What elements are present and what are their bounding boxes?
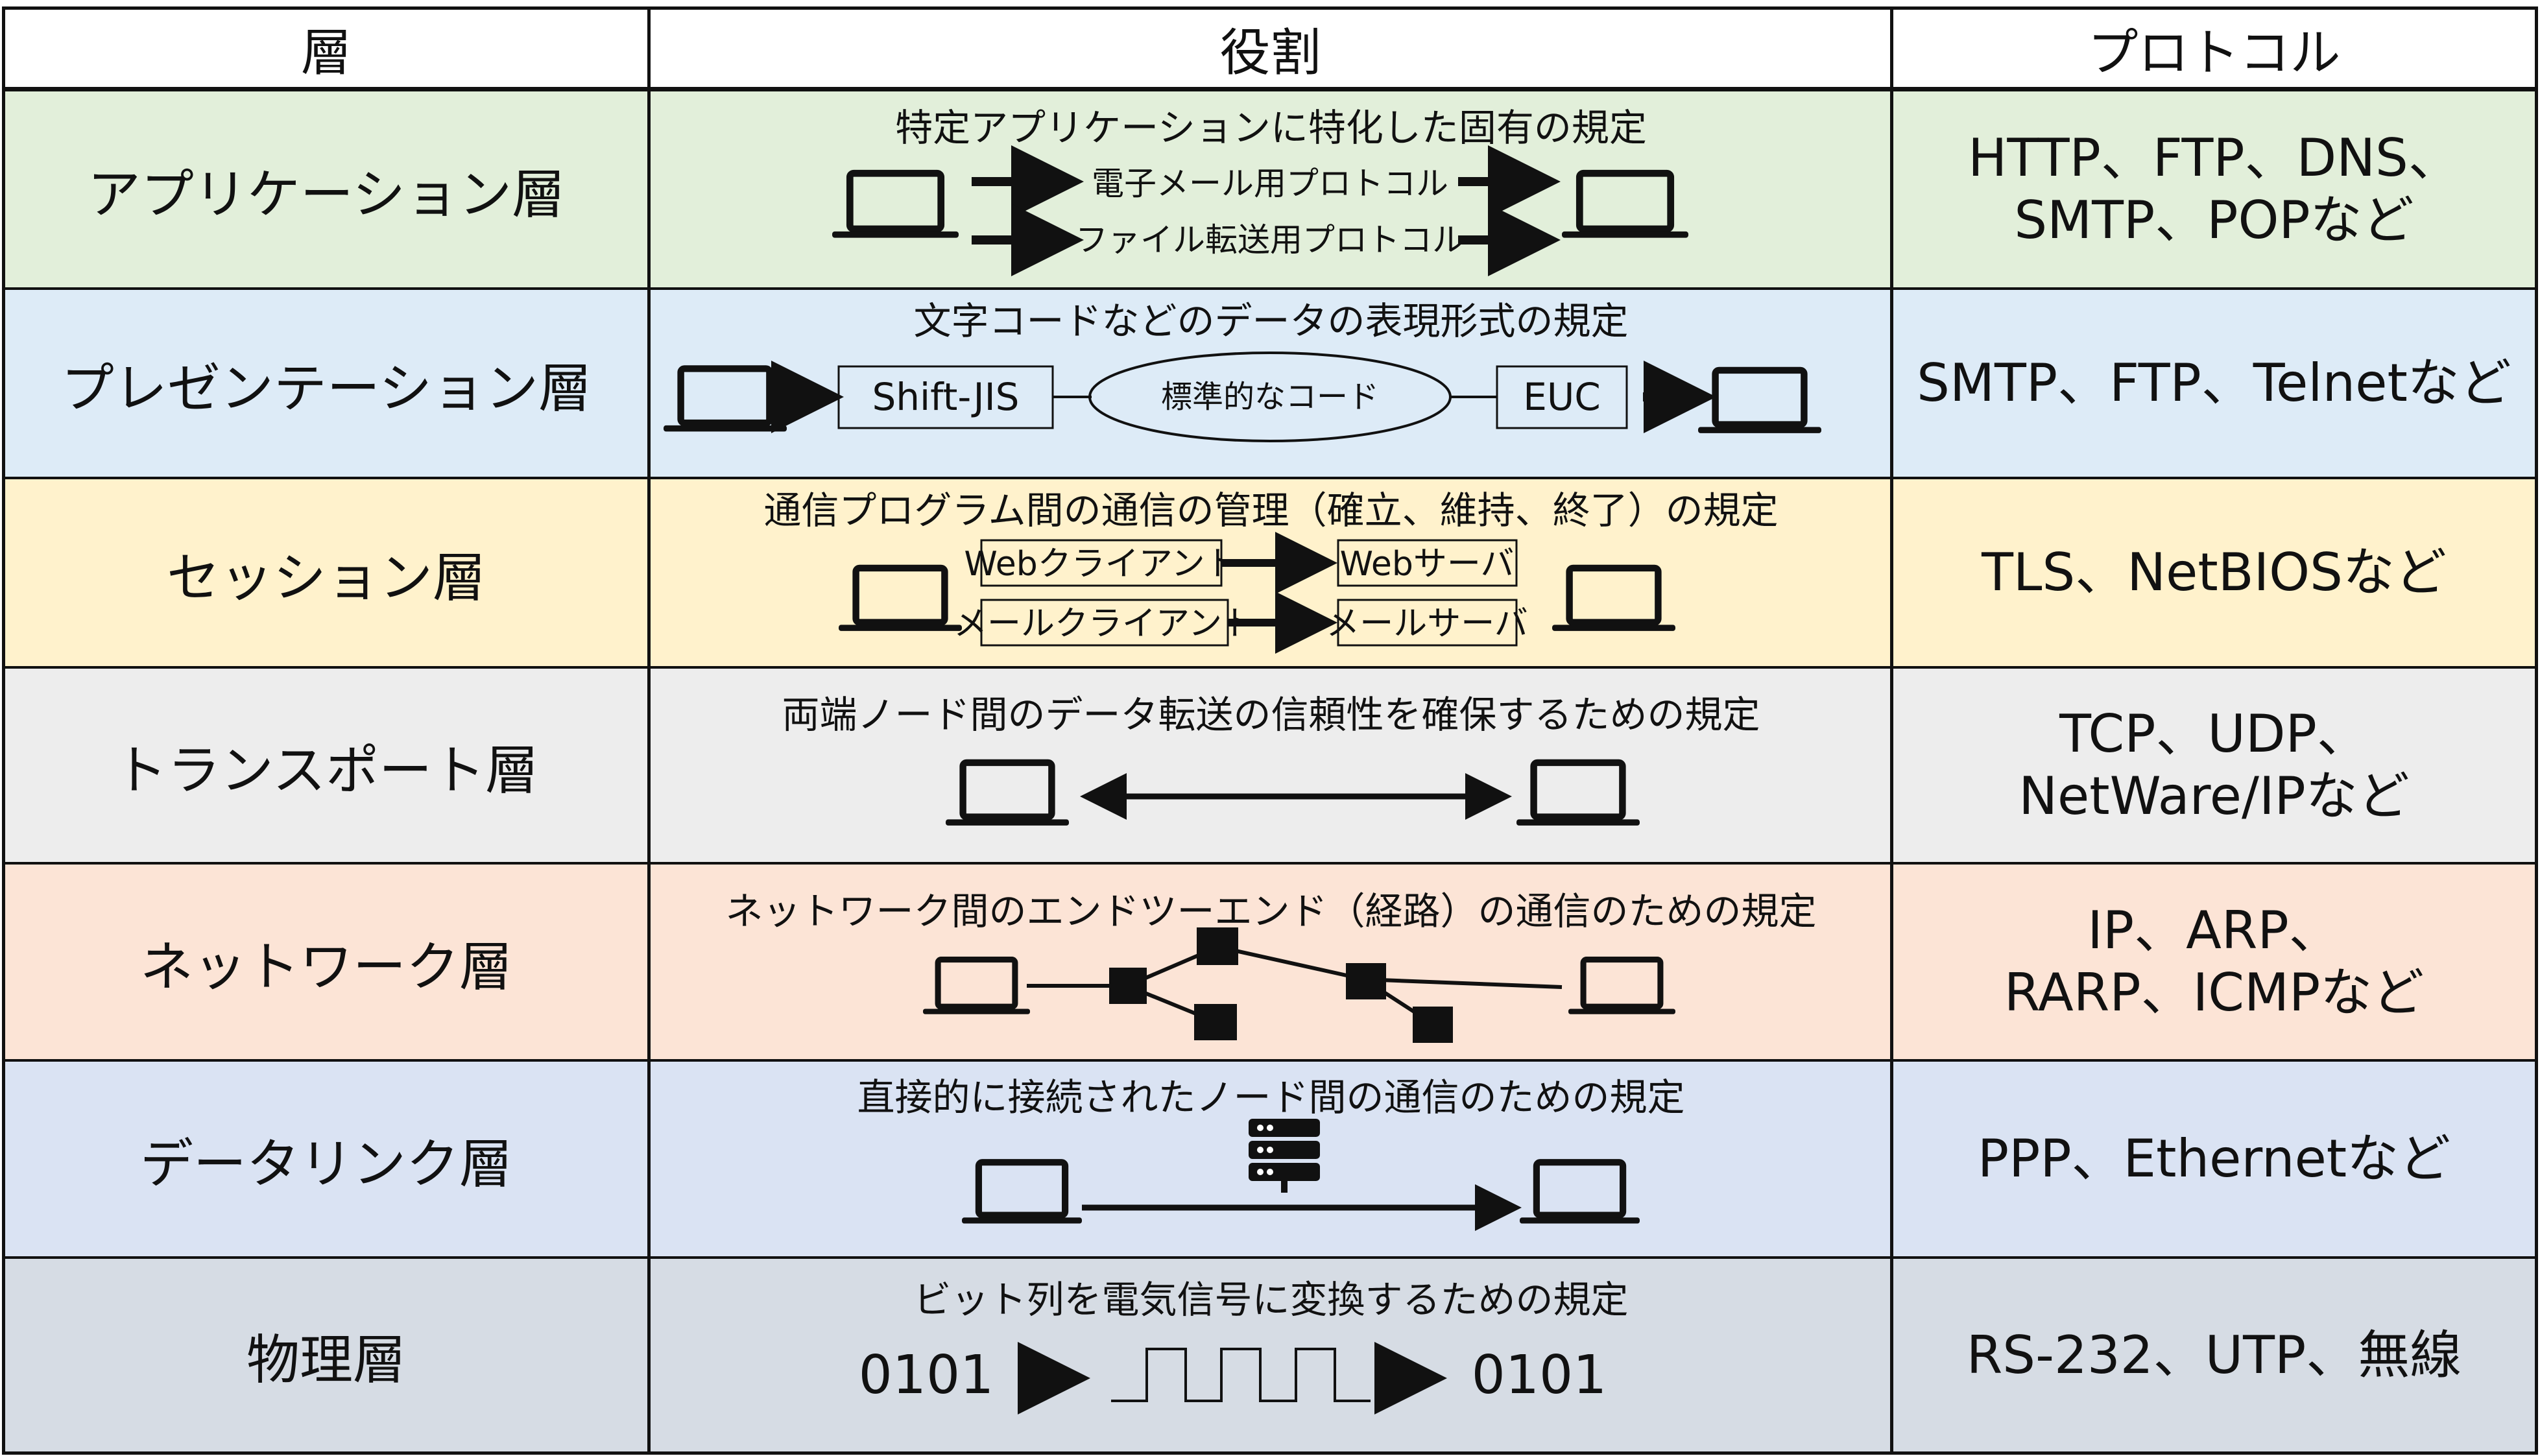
protocol-line: SMTP、POPなど	[2014, 190, 2414, 250]
layer-name-session: セッション層	[166, 547, 486, 609]
layer-name-application: アプリケーション層	[87, 163, 566, 226]
grid-right	[2535, 6, 2538, 1455]
layer-name-transport: トランスポート層	[114, 739, 539, 802]
protocol-line: IP、ARP、	[2087, 900, 2341, 961]
header-role: 役割	[1219, 23, 1321, 82]
router-node	[1109, 968, 1147, 1004]
protocol-application: HTTP、FTP、DNS、 SMTP、POPなど	[1893, 91, 2535, 287]
server-box	[1337, 539, 1518, 587]
router-node	[1413, 1007, 1453, 1043]
diagram-physical: 0101 0101	[859, 1342, 1607, 1414]
diagram-network	[651, 927, 1890, 1043]
role-text-physical: ビット列を電気信号に変換するための規定	[913, 1278, 1629, 1322]
protocol-line: RS-232、UTP、無線	[1966, 1324, 2462, 1385]
bits-label: 0101	[1472, 1344, 1607, 1406]
protocol-line: NetWare/IPなど	[2019, 766, 2410, 826]
protocol-line: SMTP、FTP、Telnetなど	[1917, 353, 2511, 413]
row-bg-transport	[3, 667, 2536, 863]
row-bg-physical	[3, 1258, 2536, 1453]
row-bg-network	[3, 863, 2536, 1060]
protocol-network: IP、ARP、 RARP、ICMPなど	[1893, 865, 2535, 1059]
laptop-icon	[1698, 370, 1821, 433]
grid-top	[2, 6, 2538, 10]
layer-name-physical: 物理層	[246, 1330, 406, 1391]
protocol-line: TCP、UDP、	[2059, 704, 2369, 764]
server-label: Webサーバ	[1340, 545, 1515, 584]
role-text-application: 特定アプリケーションに特化した固有の規定	[895, 106, 1647, 150]
router-node	[1346, 963, 1386, 999]
laptop-icon	[962, 1162, 1082, 1223]
grid-row-1	[2, 287, 2538, 290]
protocol-line: PPP、Ethernetなど	[1977, 1128, 2451, 1189]
grid-bottom	[2, 1451, 2538, 1455]
laptop-icon	[832, 173, 959, 237]
diagram-label: ファイル転送用プロトコル	[1075, 221, 1465, 259]
layer-name-network: ネットワーク層	[139, 936, 512, 998]
row-bg-presentation	[3, 289, 2536, 478]
router-node	[1194, 1004, 1237, 1040]
laptop-icon	[946, 763, 1069, 826]
client-label: Webクライアント	[964, 545, 1238, 584]
grid-col-1	[647, 6, 651, 1455]
diagram-application: 電子メール用プロトコル ファイル転送用プロトコル	[651, 145, 1890, 276]
server-icon	[1249, 1119, 1320, 1193]
grid-left	[2, 6, 5, 1455]
protocol-presentation: SMTP、FTP、Telnetなど	[1893, 290, 2535, 477]
client-label: メールクライアント	[953, 604, 1256, 643]
diagram-session: Webクライアント Webサーバ メールクライアント メールサーバ	[651, 532, 1890, 654]
protocol-session: TLS、NetBIOSなど	[1893, 479, 2535, 666]
protocol-line: HTTP、FTP、DNS、	[1968, 128, 2460, 188]
diagram-label: 電子メール用プロトコル	[1092, 165, 1448, 202]
protocol-datalink: PPP、Ethernetなど	[1893, 1062, 2535, 1256]
server-box	[1337, 599, 1518, 647]
protocol-line: RARP、ICMPなど	[2004, 962, 2425, 1023]
layer-name-datalink: データリンク層	[139, 1133, 512, 1195]
grid-row-6	[2, 1256, 2538, 1259]
layer-name-presentation: プレゼンテーション層	[60, 357, 592, 420]
encoding-label: EUC	[1523, 375, 1601, 419]
ellipse-label: 標準的なコード	[1161, 379, 1379, 415]
bits-label: 0101	[859, 1344, 994, 1406]
grid-row-5	[2, 1059, 2538, 1062]
laptop-icon	[839, 568, 962, 631]
laptop-icon	[923, 960, 1030, 1014]
grid-row-2	[2, 477, 2538, 479]
protocol-transport: TCP、UDP、 NetWare/IPなど	[1893, 669, 2535, 862]
router-node	[1197, 927, 1238, 965]
square-wave	[1111, 1348, 1371, 1402]
laptop-icon	[1562, 173, 1688, 237]
route-lines	[1027, 945, 1563, 1025]
header-protocol: プロトコル	[2087, 23, 2341, 82]
diagram-datalink	[651, 1119, 1890, 1231]
laptop-icon	[664, 368, 787, 431]
laptop-icon	[1516, 763, 1640, 826]
grid-row-4	[2, 862, 2538, 865]
encoding-box	[1496, 365, 1628, 429]
grid-row-3	[2, 666, 2538, 669]
role-text-transport: 両端ノード間のデータ転送の信頼性を確保するための規定	[782, 693, 1760, 737]
header-layer: 層	[300, 23, 352, 82]
role-text-presentation: 文字コードなどのデータの表現形式の規定	[913, 299, 1629, 343]
laptop-icon	[1520, 1162, 1640, 1223]
server-label: メールサーバ	[1326, 604, 1528, 643]
diagram-transport	[651, 749, 1890, 833]
diagram-presentation: Shift-JIS 標準的なコード EUC	[651, 352, 1890, 442]
laptop-icon	[1568, 960, 1675, 1014]
grid-header-bottom	[2, 87, 2538, 91]
role-text-datalink: 直接的に接続されたノード間の通信のための規定	[857, 1075, 1685, 1119]
protocol-line: TLS、NetBIOSなど	[1982, 542, 2447, 603]
role-text-network: ネットワーク間のエンドツーエンド（経路）の通信のための規定	[725, 889, 1817, 933]
grid-col-2	[1890, 6, 1893, 1455]
row-bg-application	[3, 91, 2536, 289]
protocol-physical: RS-232、UTP、無線	[1893, 1259, 2535, 1451]
laptop-icon	[1552, 568, 1675, 631]
role-text-session: 通信プログラム間の通信の管理（確立、維持、終了）の規定	[763, 488, 1779, 532]
encoding-label: Shift-JIS	[872, 375, 1019, 419]
row-bg-session	[3, 478, 2536, 667]
